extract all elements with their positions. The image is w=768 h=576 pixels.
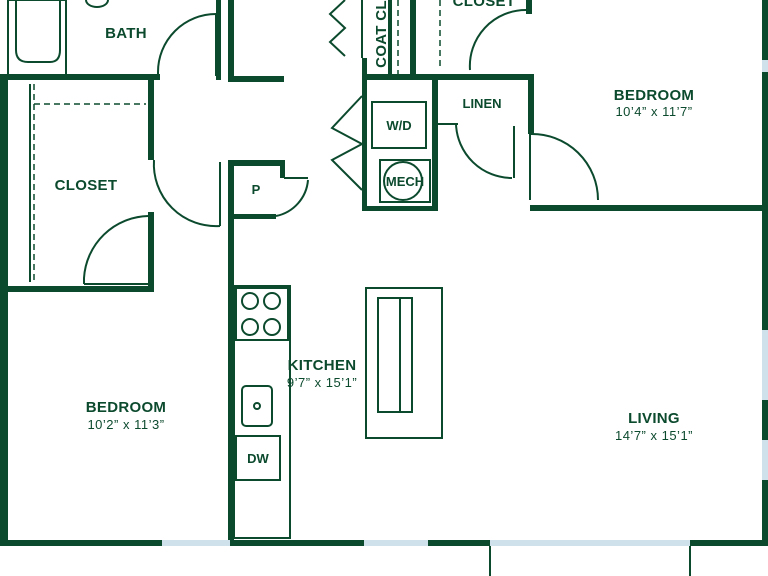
room-dims-bedroom-top: 10’4” x 11’7” <box>615 104 692 119</box>
room-dims-living: 14’7” x 15’1” <box>615 428 693 443</box>
window-bottom-right <box>490 540 690 546</box>
room-label-linen: LINEN <box>463 96 502 111</box>
wall-bottom-mid <box>230 540 364 546</box>
room-label-bedroom-left: BEDROOM <box>86 399 166 416</box>
wall-hall-upper-mid <box>228 76 284 82</box>
dishwasher <box>235 435 281 481</box>
pantry-door-swing <box>275 179 309 217</box>
bedroom-top-door-swing <box>529 132 599 201</box>
fixture-label-wd: W/D <box>386 118 411 133</box>
room-dims-bedroom-left: 10’2” x 11’3” <box>87 417 164 432</box>
room-label-bedroom-top: BEDROOM <box>614 87 694 104</box>
toilet <box>85 0 109 8</box>
window-bottom-left <box>162 540 230 546</box>
fixture-label-mech: MECH <box>386 174 424 189</box>
fixture-label-pantry: P <box>252 182 261 197</box>
wall-top-closet-right <box>526 0 532 14</box>
window-bottom-mid <box>364 540 428 546</box>
wall-closet-top-left <box>410 0 416 78</box>
linen-door-swing <box>455 123 513 179</box>
bath-door-swing <box>157 13 217 80</box>
wall-mech-right <box>432 76 438 210</box>
room-label-living: LIVING <box>628 410 680 427</box>
window-right-lower <box>762 330 768 400</box>
wall-right-outer-top <box>762 0 768 60</box>
washer-dryer <box>371 101 427 149</box>
burner-2 <box>263 292 281 310</box>
wall-pantry-left <box>228 160 234 540</box>
room-label-closet-top: CLOSET <box>453 0 516 10</box>
burner-4 <box>263 318 281 336</box>
wall-bath-right-stub <box>216 0 221 80</box>
wall-linen-right <box>528 76 534 134</box>
coat-closet-bifold <box>328 0 347 57</box>
wall-right-outer-lower <box>762 210 768 330</box>
wall-hall-upper-right <box>228 0 234 80</box>
wall-mech-left <box>362 58 367 210</box>
wall-bath-bottom <box>0 74 160 80</box>
wall-bottom-left <box>0 540 162 546</box>
wall-bottom-mid2 <box>428 540 490 546</box>
kitchen-island <box>365 287 443 439</box>
mech-circle <box>383 161 423 201</box>
window-right-top <box>762 60 768 72</box>
burner-1 <box>241 292 259 310</box>
room-label-bath: BATH <box>105 25 147 42</box>
wall-coat-closet-right <box>388 0 392 78</box>
kitchen-sink <box>241 385 273 427</box>
burner-3 <box>241 318 259 336</box>
kitchen-counter <box>233 285 291 539</box>
room-label-kitchen: KITCHEN <box>288 357 357 374</box>
wall-pantry-right <box>280 160 285 178</box>
wall-closet-right-lower <box>148 212 154 292</box>
wall-bottom-right <box>690 540 768 546</box>
wall-closet-left-outer <box>0 80 8 292</box>
wall-bedroom-top-bottom <box>530 205 768 211</box>
room-label-coat-closet: COAT CLO <box>373 0 390 68</box>
wall-left-outer <box>0 290 8 546</box>
wall-mech-top <box>362 74 534 80</box>
room-label-closet-left: CLOSET <box>55 177 118 194</box>
top-closet-door-swing <box>468 8 527 71</box>
wall-pantry-bottom <box>228 214 276 219</box>
wall-pantry-top <box>228 160 284 166</box>
closet-door-swing <box>83 215 149 284</box>
wd-bifold-door <box>330 95 365 191</box>
wall-closet-bottom <box>0 286 154 292</box>
room-dims-kitchen: 9’7” x 15’1” <box>287 375 357 390</box>
cooktop <box>235 287 289 341</box>
wall-mech-bottom <box>362 206 438 211</box>
mech-unit <box>379 159 431 203</box>
hall-door-swing <box>152 159 221 228</box>
wall-closet-right <box>148 78 154 160</box>
sink-drain <box>253 402 261 410</box>
fixture-label-dw: DW <box>247 451 269 466</box>
bathtub <box>7 0 67 77</box>
